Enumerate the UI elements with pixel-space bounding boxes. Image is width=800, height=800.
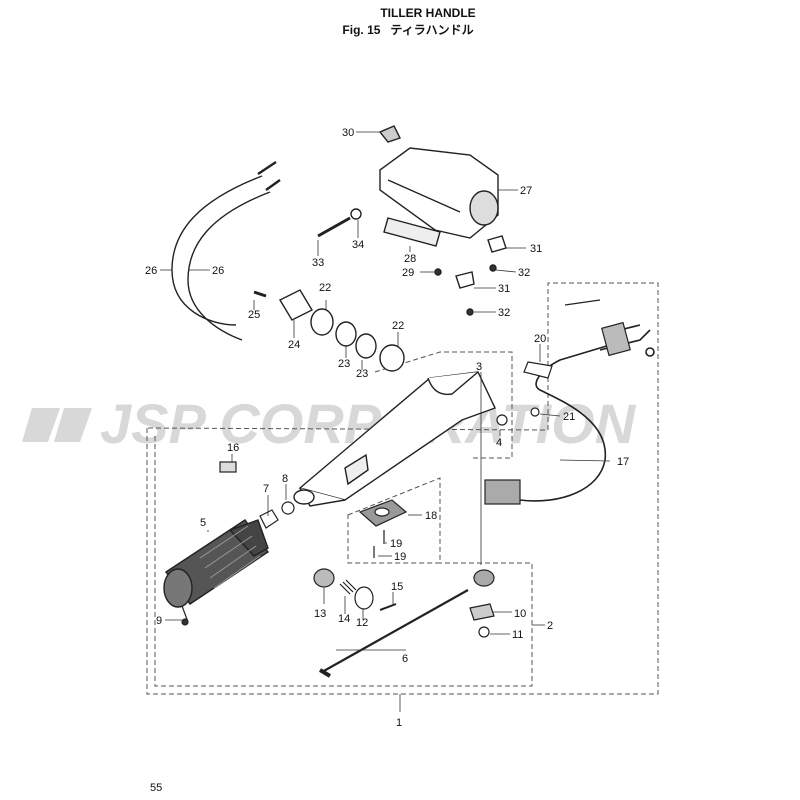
- callout-18: 18: [425, 510, 437, 522]
- cam-part-12: [354, 586, 374, 610]
- callout-34: 34: [352, 239, 364, 251]
- assembly-boundaries: [146, 282, 659, 695]
- diagram-title: TILLER HANDLE: [380, 6, 476, 20]
- figure-caption: Fig. 15 ティラハンドル: [8, 21, 800, 38]
- bolt-part-15: [379, 603, 397, 611]
- callout-1: 1: [396, 717, 402, 729]
- callout-32-b: 32: [498, 307, 510, 319]
- screw-part-21: [530, 407, 540, 417]
- steering-bracket-assembly: [317, 125, 507, 316]
- screw-part-32-b: [466, 308, 474, 316]
- callout-33: 33: [312, 257, 324, 269]
- collar-part-7: [259, 509, 279, 529]
- stop-switch-assembly: [358, 499, 408, 558]
- callout-2: 2: [547, 620, 553, 632]
- grip-small-parts: [181, 461, 295, 626]
- plate-part-24: [279, 289, 313, 321]
- clamp-part-31-a: [487, 235, 507, 253]
- callout-8: 8: [282, 473, 288, 485]
- callout-11: 11: [512, 629, 523, 641]
- callout-12: 12: [356, 617, 368, 629]
- callout-10: 10: [514, 608, 526, 620]
- callout-30: 30: [342, 127, 354, 139]
- screw-part-11: [478, 626, 490, 638]
- bolt-part-33: [317, 216, 351, 238]
- callout-4: 4: [496, 437, 502, 449]
- callout-20: 20: [534, 333, 546, 345]
- callout-23-a: 23: [338, 358, 350, 370]
- assembly-1-boundary: [146, 282, 659, 695]
- screw-part-4: [496, 414, 508, 426]
- callout-23-b: 23: [356, 368, 368, 380]
- callout-22-b: 22: [392, 320, 404, 332]
- callout-32-a: 32: [518, 267, 530, 279]
- nut-part-13: [313, 568, 335, 588]
- callout-17: 17: [617, 456, 629, 468]
- watermark: JSP CORPORATION: [22, 392, 637, 455]
- callout-21: 21: [563, 411, 575, 423]
- callout-14: 14: [338, 613, 350, 625]
- callout-25: 25: [248, 309, 260, 321]
- callout-5: 5: [200, 517, 206, 529]
- callout-24: 24: [288, 339, 300, 351]
- bracket-part-27: [379, 147, 499, 239]
- bushing-part-22-b: [379, 344, 405, 372]
- clip-part-30: [378, 125, 401, 143]
- washer-part-23-a: [335, 321, 357, 347]
- assembly-3-boundary: [374, 351, 513, 459]
- wiring-harness-17: [484, 299, 655, 505]
- callout-31-a: 31: [530, 243, 542, 255]
- callout-7: 7: [263, 483, 269, 495]
- figure-caption-japanese: ティラハンドル: [390, 23, 474, 37]
- callout-6: 6: [402, 653, 408, 665]
- friction-parts: [253, 289, 405, 372]
- screw-part-25: [253, 290, 267, 298]
- washer-part-8: [281, 501, 295, 515]
- callout-13: 13: [314, 608, 326, 620]
- throttle-small-parts: [313, 568, 495, 638]
- harness-clamp-parts: [496, 361, 553, 426]
- figure-number: Fig. 15: [342, 23, 381, 37]
- callout-27: 27: [520, 185, 532, 197]
- callout-22-a: 22: [319, 282, 331, 294]
- callout-26-a: 26: [145, 265, 157, 277]
- washer-part-34: [350, 208, 362, 220]
- clamp-part-20: [523, 361, 553, 379]
- throttle-grip: [163, 519, 269, 608]
- screw-part-32-a: [489, 264, 497, 272]
- plate-part-28: [383, 217, 441, 247]
- callout-15: 15: [391, 581, 403, 593]
- plate-part-10: [469, 603, 495, 621]
- callout-26-b: 26: [212, 265, 224, 277]
- callout-31-b: 31: [498, 283, 510, 295]
- washer-part-23-b: [355, 333, 377, 359]
- callout-19-a: 19: [390, 538, 402, 550]
- assembly-18-boundary: [347, 477, 441, 564]
- leader-lines: [160, 131, 611, 712]
- callout-3: 3: [476, 361, 482, 373]
- callout-19-b: 19: [394, 551, 406, 563]
- assembly-2-boundary: [154, 436, 533, 687]
- throttle-cable-6: [318, 569, 495, 678]
- shift-cables-26: [171, 161, 281, 341]
- callout-9: 9: [156, 615, 162, 627]
- page-number: 55: [150, 782, 163, 794]
- callout-16: 16: [227, 442, 239, 454]
- clamp-part-31-b: [455, 271, 475, 289]
- spring-part-14: [339, 579, 357, 595]
- bushing-part-22-a: [310, 308, 334, 336]
- tiller-arm: [293, 371, 496, 507]
- callout-29: 29: [402, 267, 414, 279]
- callout-28: 28: [404, 253, 416, 265]
- decal-part-16: [219, 461, 237, 473]
- callout-labels: 1 2 3 4 5 6 7 8 9 10 11 12 13 14 15 16 1…: [145, 127, 629, 729]
